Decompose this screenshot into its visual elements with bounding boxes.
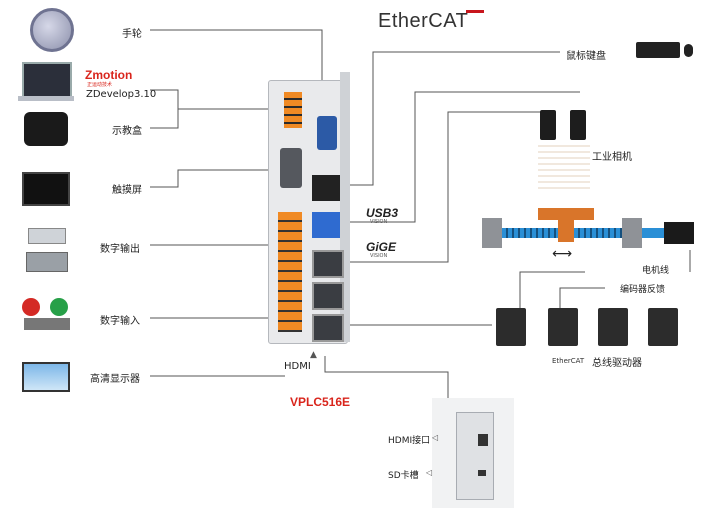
red-button-icon xyxy=(22,298,40,316)
industrial-camera-label: 工业相机 xyxy=(592,152,632,163)
usb-port-black xyxy=(312,175,340,201)
handwheel-label: 手轮 xyxy=(122,29,142,40)
side-view-device xyxy=(456,412,494,500)
green-button-icon xyxy=(50,298,68,316)
valve-device-2 xyxy=(26,252,68,272)
touch-screen-label: 触摸屏 xyxy=(112,185,142,196)
teach-pendant-device xyxy=(24,112,68,146)
encoder-feedback-label: 编码器反馈 xyxy=(620,285,666,295)
digital-output-label: 数字输出 xyxy=(100,244,140,255)
up-arrow-icon: ▲ xyxy=(310,350,317,360)
belt-end-left xyxy=(482,218,502,248)
usb3-logo: USB3 xyxy=(366,206,399,220)
rj45-port-2 xyxy=(312,282,344,310)
side-view-sd-slot xyxy=(478,470,486,476)
double-arrow-icon: ⟷ xyxy=(552,246,573,262)
camera-2-device xyxy=(570,110,586,140)
servo-drive-3 xyxy=(598,308,628,346)
motor-cable-label: 电机线 xyxy=(642,266,670,276)
slider-top xyxy=(538,208,594,220)
servo-motor-device xyxy=(664,222,694,244)
hdmi-port-label: HDMI接口 xyxy=(388,436,431,446)
controller-side-panel xyxy=(340,72,350,342)
touch-screen-device xyxy=(22,172,70,206)
rj45-port-3 xyxy=(312,314,344,342)
db9-port-gray xyxy=(280,148,302,188)
handwheel-device xyxy=(30,8,74,52)
servo-drive-4 xyxy=(648,308,678,346)
io-terminal-block xyxy=(278,212,302,332)
camera-beam xyxy=(538,145,590,193)
model-label: VPLC516E xyxy=(290,395,351,409)
bus-ethercat-logo: EtherCAT xyxy=(552,357,585,365)
side-view-hdmi-port xyxy=(478,434,488,446)
mouse-device xyxy=(684,44,693,57)
rj45-port-1 xyxy=(312,250,344,278)
usb3-vision-text: VISION xyxy=(370,219,388,225)
digital-input-label: 数字输入 xyxy=(100,316,140,327)
button-bases xyxy=(24,318,70,330)
ethercat-arrow-icon xyxy=(466,10,484,13)
gige-logo: GiGE xyxy=(366,240,397,254)
servo-drive-1 xyxy=(496,308,526,346)
ethercat-logo: EtherCAT xyxy=(378,10,469,32)
handwheel-terminal xyxy=(284,92,302,128)
bus-driver-label: 总线驱动器 xyxy=(592,358,642,369)
sd-slot-label: SD卡槽 xyxy=(388,471,419,481)
keyboard-device xyxy=(636,42,680,58)
laptop-base xyxy=(18,96,74,101)
hd-display-label: 高清显示器 xyxy=(90,374,140,385)
camera-1-device xyxy=(540,110,556,140)
hdmi-pointer-icon: ◁ xyxy=(432,433,439,442)
usb3-port-blue xyxy=(312,212,340,238)
gige-vision-text: VISION xyxy=(370,253,388,259)
sd-pointer-icon: ◁ xyxy=(426,468,433,477)
laptop-device xyxy=(22,62,72,98)
mouse-keyboard-label: 鼠标键盘 xyxy=(566,51,606,62)
monitor-device xyxy=(22,362,70,392)
db9-port-blue xyxy=(317,116,337,150)
belt-end-right xyxy=(622,218,642,248)
servo-drive-2 xyxy=(548,308,578,346)
zdevelop-label: ZDevelop3.10 xyxy=(86,89,157,100)
belt-shaft xyxy=(642,228,664,238)
hdmi-label: HDMI xyxy=(284,361,311,372)
zmotion-logo: Zmotion xyxy=(85,68,133,82)
slider-stem xyxy=(558,220,574,242)
zmotion-subtitle: 正运动技术 xyxy=(87,82,113,88)
teach-pendant-label: 示教盒 xyxy=(112,126,142,137)
valve-device xyxy=(28,228,66,244)
